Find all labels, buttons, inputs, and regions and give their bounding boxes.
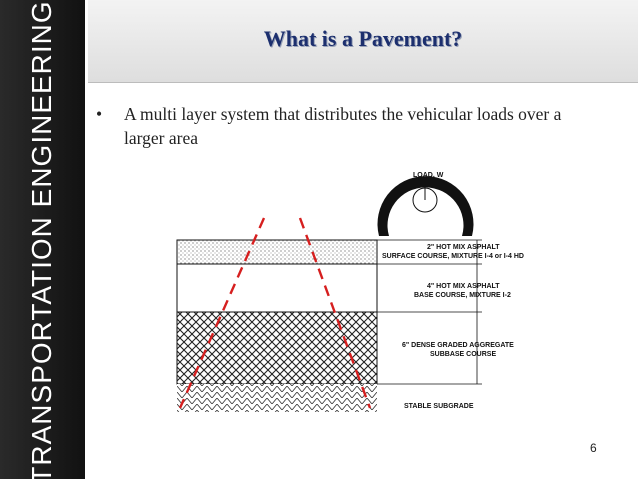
base-label-2: BASE COURSE, MIXTURE I-2: [414, 292, 511, 299]
load-distribution-lines: [178, 217, 372, 409]
subgrade-label: STABLE SUBGRADE: [404, 403, 474, 410]
base-course-layer: [176, 263, 378, 313]
surface-label-1: 2" HOT MIX ASPHALT: [427, 244, 500, 251]
subbase-course-layer: [176, 311, 378, 385]
subbase-label-1: 6" DENSE GRADED AGGREGATE: [402, 342, 514, 349]
load-label: LOAD, W: [413, 172, 444, 179]
surface-course-layer: [176, 239, 378, 265]
surface-label-2: SURFACE COURSE, MIXTURE I-4 or I-4 HD: [382, 253, 524, 260]
tire: LOAD, W: [377, 172, 474, 236]
title-bar: What is a Pavement?: [88, 0, 638, 83]
pavement-diagram: LOAD, W 2" HOT MIX ASPHALT SURFACE COURS…: [176, 172, 524, 412]
subbase-label-2: SUBBASE COURSE: [430, 351, 496, 358]
sidebar-title: TRANSPORTATION ENGINEERING: [26, 0, 57, 484]
page-number: 6: [590, 441, 597, 455]
slide-title: What is a Pavement?: [263, 26, 463, 51]
subgrade-layer: [177, 384, 377, 412]
sidebar: TRANSPORTATION ENGINEERING: [0, 0, 85, 484]
layer-lines: [377, 239, 482, 385]
bullet-text: A multi layer system that distributes th…: [124, 104, 562, 148]
base-label-1: 4" HOT MIX ASPHALT: [427, 283, 500, 290]
bullet-marker: •: [96, 104, 103, 124]
